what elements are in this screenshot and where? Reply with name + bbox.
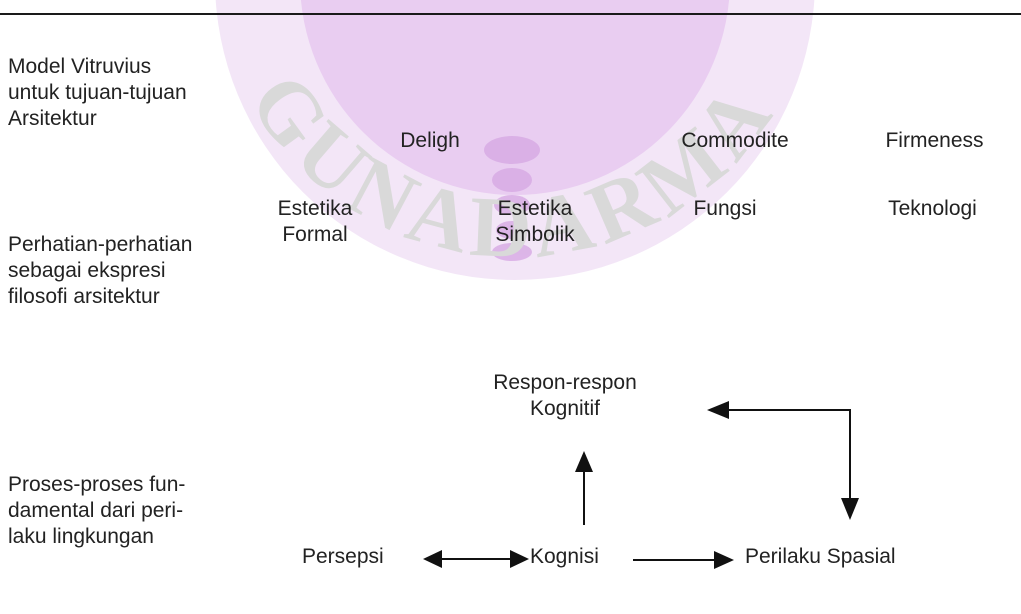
arrowhead-to-spatial-down bbox=[841, 498, 859, 520]
arrowhead-to-responses-right bbox=[707, 401, 729, 419]
vitruvius-commodity: Commodite bbox=[681, 129, 789, 152]
concern-symbolic-aesthetics: Estetika Simbolik bbox=[495, 197, 575, 246]
row-label-vitruvius: Model Vitruvius untuk tujuan-tujuan Arsi… bbox=[8, 55, 187, 130]
concern-formal-aesthetics: Estetika Formal bbox=[277, 197, 353, 246]
arrowhead-to-perception bbox=[423, 550, 442, 568]
node-cognitive-responses: Respon-respon Kognitif bbox=[493, 371, 637, 420]
vitruvius-firmness: Firmeness bbox=[885, 129, 984, 152]
vitruvius-delight: Deligh bbox=[400, 129, 460, 152]
node-spatial-behavior: Perilaku Spasial bbox=[745, 545, 896, 568]
arrowhead-to-responses bbox=[575, 451, 593, 472]
node-cognition: Kognisi bbox=[530, 545, 599, 568]
arrowhead-to-spatial bbox=[714, 551, 734, 569]
arrowhead-to-cognition bbox=[510, 550, 529, 568]
row-label-concerns: Perhatian-perhatian sebagai ekspresi fil… bbox=[8, 233, 193, 308]
node-perception: Persepsi bbox=[302, 545, 384, 568]
concern-technology: Teknologi bbox=[888, 197, 977, 220]
arrow-responses-spatial bbox=[727, 409, 851, 500]
concern-function: Fungsi bbox=[693, 197, 757, 220]
top-rule bbox=[0, 13, 1021, 15]
row-label-processes: Proses-proses fun- damental dari peri- l… bbox=[8, 473, 186, 548]
